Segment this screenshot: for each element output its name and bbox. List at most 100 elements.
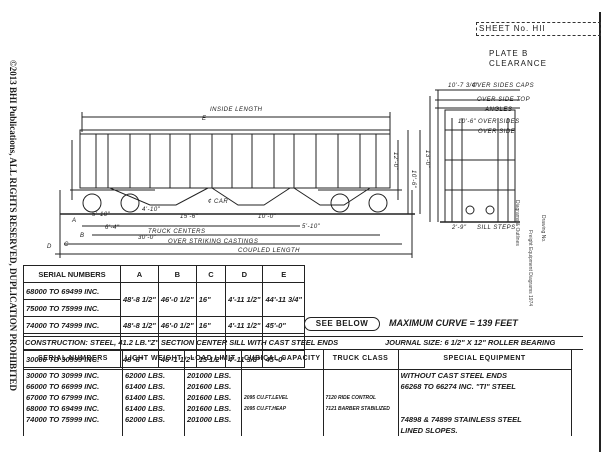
dims-cell: 68000 TO 69499 INC. — [23, 282, 121, 300]
table-row: 67000 TO 67999 INC. 61400 LBS. 201600 LB… — [23, 392, 572, 403]
equip-cell: 7120 RIDE CONTROL — [322, 392, 399, 403]
dim-label-b: B — [80, 233, 85, 239]
dims-cell: 75000 TO 75999 INC. — [23, 299, 121, 317]
wheel-3 — [330, 193, 350, 213]
dims-cell: 4'-11 1/2" — [225, 316, 264, 334]
equip-cell: 201000 LBS. — [183, 414, 242, 425]
table-row: LINED SLOPES. — [23, 425, 572, 436]
see-below-label: SEE BELOW — [304, 317, 380, 331]
dim-12-0: 12'-0" — [392, 152, 398, 171]
equip-cell: 201600 LBS. — [183, 381, 242, 392]
inside-length-label: INSIDE LENGTH — [210, 107, 263, 113]
equip-cell: 68000 TO 69499 INC. — [23, 403, 123, 414]
dim-label-d: D — [47, 244, 52, 250]
equip-cell: 201600 LBS. — [183, 403, 242, 414]
equip-cell — [397, 403, 572, 414]
table-row — [23, 333, 305, 351]
over-striking-label: OVER STRIKING CASTINGS — [168, 239, 259, 245]
over-sides-top-label: OVER SIDE TOP — [477, 97, 531, 103]
equip-cell — [322, 425, 399, 436]
wheel-4 — [368, 193, 388, 213]
hopper-2 — [211, 187, 291, 206]
dims-cell: 4'-11 1/2" — [225, 282, 264, 317]
dims-cell: 16" — [195, 282, 227, 317]
dim-5-10b: 5'-10" — [302, 224, 321, 230]
dim-15-6: 15'-6" — [180, 214, 199, 220]
dims-header-serial: SERIAL NUMBERS — [23, 265, 121, 283]
dim-label-c: C — [64, 242, 69, 248]
car-body-outline — [79, 129, 391, 189]
dims-cell: 44'-11 3/4" — [262, 282, 305, 317]
equip-header-light-weight: LIGHT WEIGHT — [122, 349, 185, 370]
table-row: 68000 TO 69499 INC. 48'-8 1/2" 46'-0 1/2… — [23, 282, 305, 317]
side-posts — [95, 134, 377, 188]
dim-13-0: 13'-0" — [424, 150, 430, 169]
equip-cell: 74000 TO 75999 INC. — [23, 414, 123, 425]
angles-label: ANGLES — [485, 107, 513, 113]
truck-centers-label: TRUCK CENTERS — [148, 229, 206, 235]
sheet-number-box: SHEET No. HII — [476, 22, 601, 36]
equip-cell — [322, 414, 399, 425]
dim-label-a: A — [72, 218, 77, 224]
table-row: 68000 TO 69499 INC. 61400 LBS. 201600 LB… — [23, 403, 572, 414]
equipment-table: SERIAL NUMBERS LIGHT WEIGHT LOAD LIMIT C… — [23, 349, 572, 436]
table-row: SERIAL NUMBERS LIGHT WEIGHT LOAD LIMIT C… — [23, 349, 572, 370]
equip-cell: 2095 CU.FT.HEAP — [240, 403, 324, 414]
dims-cell: 45'-0" — [262, 316, 305, 334]
equip-cell — [183, 425, 242, 436]
dims-cell: 48'-8 1/2" — [120, 316, 159, 334]
wheel-1 — [82, 193, 102, 213]
equip-cell: 201000 LBS. — [183, 369, 242, 381]
equip-cell: 66000 TO 66999 INC. — [23, 381, 123, 392]
dims-header-a: A — [120, 265, 159, 283]
table-row: 30000 TO 30999 INC. 62000 LBS. 201000 LB… — [23, 369, 572, 381]
equip-cell — [397, 392, 572, 403]
dims-cell: 74000 TO 74999 INC. — [23, 316, 121, 334]
equip-cell — [322, 369, 399, 381]
hopper-3 — [293, 187, 371, 206]
equip-cell: 61400 LBS. — [122, 403, 185, 414]
equip-cell — [240, 414, 324, 425]
equip-header-truck-class: TRUCK CLASS — [322, 349, 399, 370]
dims-cell: 48'-8 1/2" — [120, 282, 159, 317]
equip-cell — [322, 381, 399, 392]
equip-cell: 30000 TO 30999 INC. — [23, 369, 123, 381]
dim-4-10: 4'-10" — [142, 207, 161, 213]
equip-header-load-limit: LOAD LIMIT — [183, 349, 242, 370]
equip-cell: 61400 LBS. — [122, 392, 185, 403]
plate-title: PLATE B — [489, 49, 529, 58]
journal-size-note: JOURNAL SIZE: 6 1/2" X 12" ROLLER BEARIN… — [385, 338, 556, 347]
dim-30-0: 30'-0" — [138, 235, 157, 241]
construction-line: CONSTRUCTION: STEEL, 41.2 LB."Z" SECTION… — [23, 336, 583, 350]
table-row: SERIAL NUMBERS A B C D E — [23, 265, 305, 283]
construction-note: CONSTRUCTION: STEEL, 41.2 LB."Z" SECTION… — [25, 338, 339, 347]
dims-cell: 46'-0 1/2" — [157, 316, 197, 334]
equip-cell: 67000 TO 67999 INC. — [23, 392, 123, 403]
equip-header-cubical-capacity: CUBICAL CAPACITY — [240, 349, 324, 370]
side-dim-2: 10'-6" — [458, 119, 477, 125]
page-border — [599, 12, 601, 452]
center-car-label: ¢ CAR — [208, 199, 229, 205]
equip-cell — [23, 425, 123, 436]
max-curve-note: MAXIMUM CURVE = 139 FEET — [389, 318, 518, 328]
dim-2-9: 2'-9" — [452, 225, 467, 231]
dims-header-c: C — [195, 265, 227, 283]
equip-header-special-equipment: SPECIAL EQUIPMENT — [397, 349, 572, 370]
hopper-1 — [109, 187, 209, 206]
sill-steps-label: SILL STEPS — [477, 225, 516, 231]
equip-cell: WITHOUT CAST STEEL ENDS — [397, 369, 572, 381]
dims-cell: 16" — [195, 316, 227, 334]
equip-header-serial: SERIAL NUMBERS — [23, 349, 123, 370]
dim-10-6: 10'-6" — [410, 170, 416, 189]
dim-5-10: 5'-10" — [92, 212, 111, 218]
dim-10-0: 10'-0" — [258, 214, 277, 220]
equip-cell — [240, 425, 324, 436]
equip-cell: 66268 TO 66274 INC. "TI" STEEL — [397, 381, 572, 392]
equip-cell — [240, 369, 324, 381]
equip-cell: LINED SLOPES. — [397, 425, 572, 436]
table-row: 74000 TO 74999 INC. 48'-8 1/2" 46'-0 1/2… — [23, 316, 305, 334]
wheel-2 — [120, 193, 140, 213]
dims-cell: 46'-0 1/2" — [157, 282, 197, 317]
equip-cell: 201600 LBS. — [183, 392, 242, 403]
dims-header-b: B — [157, 265, 197, 283]
